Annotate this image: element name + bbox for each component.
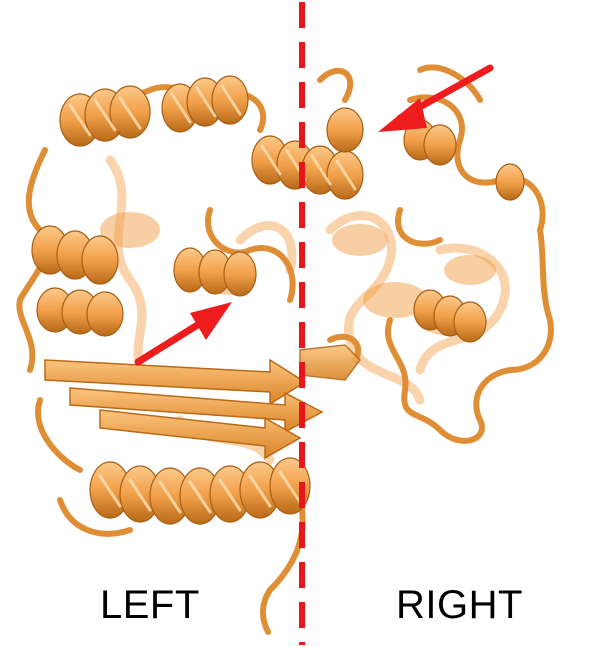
coil-loop bbox=[437, 367, 513, 444]
coil-loop bbox=[507, 227, 554, 373]
helix-turn bbox=[86, 291, 124, 337]
helix-turn bbox=[423, 124, 457, 166]
helix-highlights bbox=[68, 84, 357, 514]
faded-loop-2 bbox=[415, 243, 510, 375]
faded-helix-coil bbox=[363, 282, 427, 318]
helix-turn bbox=[81, 235, 119, 285]
coil-loop bbox=[385, 317, 443, 433]
faded-loop-1 bbox=[325, 211, 425, 405]
coil-loop bbox=[407, 94, 546, 233]
beta-strand-arrow bbox=[44, 358, 307, 406]
faded-loop-5 bbox=[235, 221, 297, 275]
coil-loop bbox=[205, 207, 296, 303]
coil-loop bbox=[260, 497, 306, 635]
right-domain-label: RIGHT bbox=[396, 583, 523, 627]
coil-loop bbox=[35, 397, 83, 473]
helix-turn bbox=[495, 163, 525, 201]
helix-turn bbox=[326, 107, 364, 153]
coil-loop bbox=[417, 64, 483, 103]
faded-helix-coil bbox=[444, 255, 496, 285]
arrow-icon bbox=[134, 302, 232, 366]
beta-strand-arrow bbox=[99, 409, 302, 460]
arrow-head bbox=[378, 98, 427, 132]
faded-helix-coil bbox=[100, 212, 160, 248]
arrow-icon bbox=[378, 64, 494, 132]
alpha-helices bbox=[31, 75, 525, 525]
coil-loop bbox=[317, 67, 354, 103]
faded-helix-coil bbox=[332, 224, 388, 256]
coil-loop bbox=[57, 497, 133, 537]
beta-sheets bbox=[44, 344, 361, 460]
coil-loop bbox=[395, 207, 443, 247]
left-domain-label: LEFT bbox=[100, 583, 200, 627]
beta-strand-arrow bbox=[299, 344, 361, 381]
helix-turn bbox=[223, 251, 257, 297]
arrow-head bbox=[190, 302, 232, 340]
faded-loop-3 bbox=[105, 155, 155, 385]
helix-turn bbox=[453, 301, 487, 343]
